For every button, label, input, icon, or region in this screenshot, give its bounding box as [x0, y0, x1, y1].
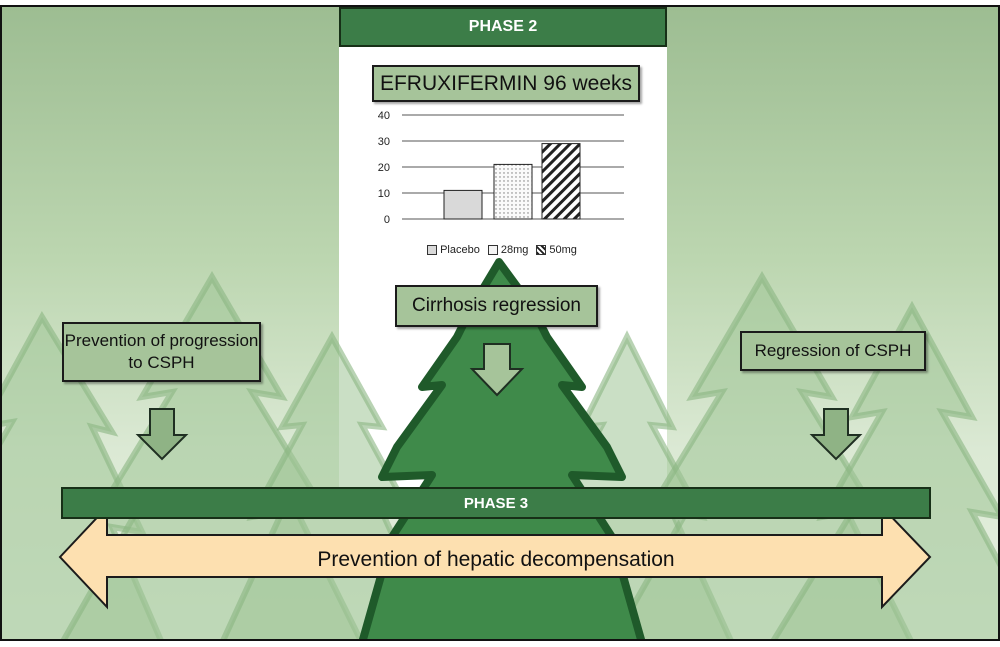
down-arrow-center	[469, 343, 525, 397]
y-tick-label: 10	[378, 188, 390, 200]
double-arrow	[58, 504, 932, 610]
legend-label: 28mg	[500, 244, 529, 256]
legend-item-28mg: 28mg	[487, 243, 529, 257]
bar-50mg	[541, 143, 581, 220]
y-tick-label: 30	[378, 136, 390, 148]
bar-placebo	[443, 189, 483, 220]
legend-swatch-placebo	[427, 245, 438, 255]
y-tick-label: 40	[378, 110, 390, 122]
legend-label: 50mg	[549, 244, 577, 256]
chart-legend: Placebo 28mg 50mg	[362, 243, 642, 257]
y-tick-label: 20	[378, 162, 390, 174]
y-tick-label: 0	[384, 214, 390, 226]
legend-swatch-28mg	[487, 245, 498, 255]
legend-item-50mg: 50mg	[536, 243, 577, 257]
down-arrow-right	[809, 408, 863, 461]
prevention-progression-box: Prevention of progression to CSPH	[62, 322, 261, 382]
legend-label: Placebo	[440, 244, 480, 256]
legend-swatch-50mg	[536, 245, 547, 255]
phase3-bar: PHASE 3	[61, 487, 931, 519]
regression-csph-box: Regression of CSPH	[740, 331, 926, 371]
phase2-header: PHASE 2	[339, 7, 667, 47]
cirrhosis-regression-box: Cirrhosis regression	[395, 285, 598, 327]
bar-28mg	[493, 163, 533, 220]
chart-title: EFRUXIFERMIN 96 weeks	[372, 65, 640, 102]
banner-text: Prevention of hepatic decompensation	[317, 548, 675, 571]
down-arrow-left	[135, 408, 189, 461]
legend-item-placebo: Placebo	[427, 243, 480, 257]
